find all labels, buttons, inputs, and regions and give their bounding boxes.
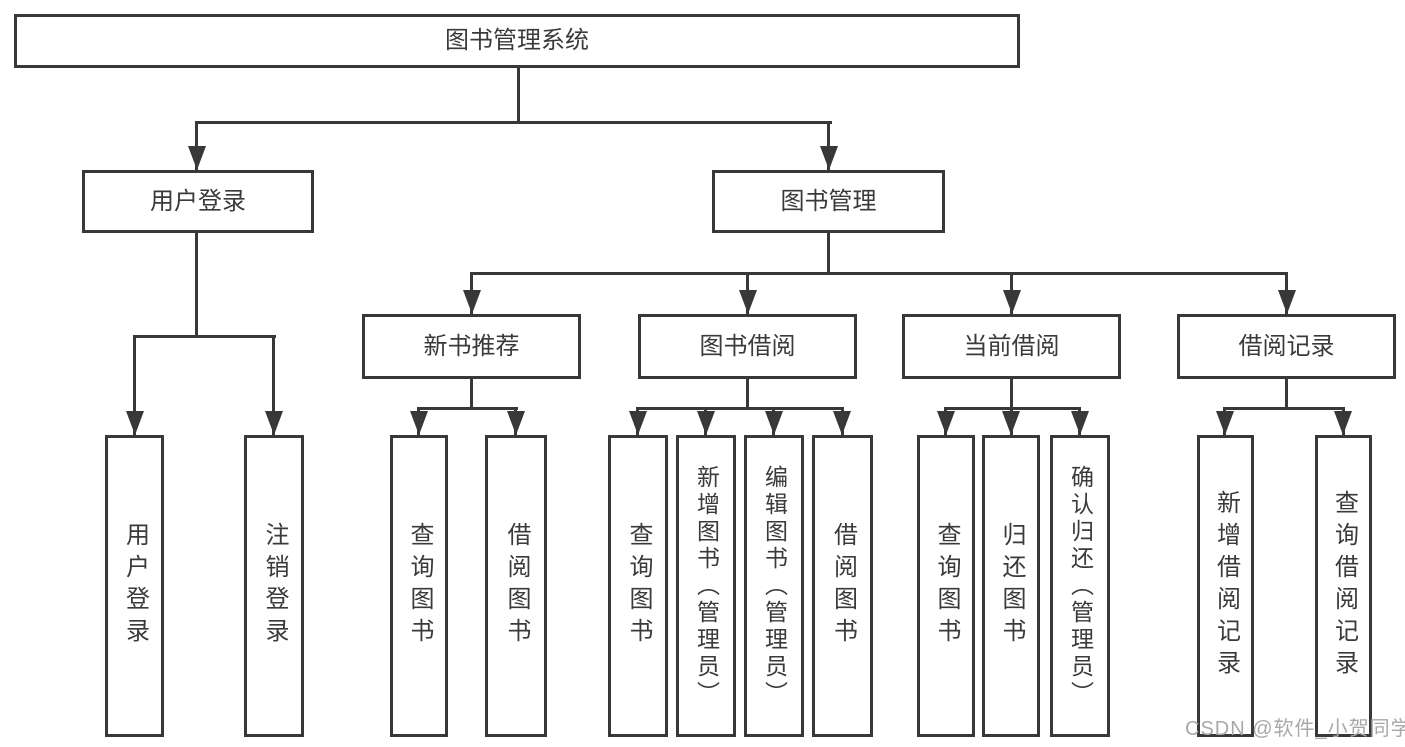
node-library-system: 图书管理系统 [14, 14, 1020, 68]
arrowhead-down-icon [1002, 411, 1020, 435]
node-confirm-return-admin: 确认归还（管理员） [1050, 435, 1110, 737]
connector-line [133, 335, 136, 435]
arrowhead-down-icon [833, 411, 851, 435]
node-label: 借阅图书 [503, 522, 530, 650]
connector-line [636, 407, 844, 410]
arrowhead-down-icon [507, 411, 525, 435]
node-query-books-3: 查询图书 [917, 435, 975, 737]
node-label: 新书推荐 [423, 332, 520, 360]
connector-line [195, 121, 198, 170]
connector-line [195, 121, 832, 124]
node-label: 编辑图书（管理员） [761, 464, 788, 708]
node-label: 当前借阅 [963, 332, 1060, 360]
node-label: 注销登录 [261, 522, 288, 650]
connector-line [1010, 379, 1013, 410]
node-label: 图书管理系统 [445, 27, 589, 54]
connector-line [272, 335, 275, 435]
arrowhead-down-icon [739, 290, 757, 314]
node-add-borrow-record: 新增借阅记录 [1197, 435, 1254, 737]
node-borrow-books-2: 借阅图书 [812, 435, 873, 737]
node-query-books-2: 查询图书 [608, 435, 668, 737]
connector-line [827, 121, 830, 170]
node-user-login-leaf: 用户登录 [105, 435, 164, 737]
connector-line [417, 407, 518, 410]
connector-line [746, 379, 749, 410]
connector-line [517, 68, 520, 124]
node-label: 确认归还（管理员） [1067, 464, 1094, 708]
connector-line [195, 233, 198, 338]
node-label: 归还图书 [998, 522, 1025, 650]
arrowhead-down-icon [463, 290, 481, 314]
arrowhead-down-icon [1071, 411, 1089, 435]
arrowhead-down-icon [410, 411, 428, 435]
node-current-borrowing: 当前借阅 [902, 314, 1121, 379]
node-logout: 注销登录 [244, 435, 304, 737]
arrowhead-down-icon [937, 411, 955, 435]
node-add-book-admin: 新增图书（管理员） [676, 435, 736, 737]
node-label: 借阅记录 [1238, 332, 1335, 360]
node-book-borrowing: 图书借阅 [638, 314, 857, 379]
connector-line [1285, 379, 1288, 410]
node-label: 图书管理 [780, 187, 877, 215]
arrowhead-down-icon [765, 411, 783, 435]
connector-line [133, 335, 276, 338]
node-query-borrow-record: 查询借阅记录 [1315, 435, 1372, 737]
node-label: 查询图书 [406, 522, 433, 650]
node-user-login: 用户登录 [82, 170, 314, 233]
node-query-books-1: 查询图书 [390, 435, 448, 737]
connector-line [1223, 407, 1345, 410]
node-borrowing-records: 借阅记录 [1177, 314, 1396, 379]
node-label: 用户登录 [150, 187, 246, 215]
node-borrow-books-1: 借阅图书 [485, 435, 547, 737]
arrowhead-down-icon [1216, 411, 1234, 435]
connector-line [470, 379, 473, 410]
arrowhead-down-icon [265, 411, 283, 435]
node-book-management: 图书管理 [712, 170, 945, 233]
arrowhead-down-icon [126, 411, 144, 435]
node-label: 新增借阅记录 [1212, 490, 1240, 682]
arrowhead-down-icon [697, 411, 715, 435]
arrowhead-down-icon [1334, 411, 1352, 435]
node-label: 查询借阅记录 [1330, 490, 1358, 682]
arrowhead-down-icon [820, 146, 838, 170]
node-label: 查询图书 [933, 522, 960, 650]
connector-line [827, 233, 830, 275]
arrowhead-down-icon [1278, 290, 1296, 314]
connector-line [470, 272, 1288, 275]
arrowhead-down-icon [188, 146, 206, 170]
node-label: 新增图书（管理员） [693, 464, 720, 708]
arrowhead-down-icon [1003, 290, 1021, 314]
node-label: 用户登录 [121, 522, 149, 650]
node-return-books: 归还图书 [982, 435, 1040, 737]
node-label: 借阅图书 [829, 522, 857, 650]
arrowhead-down-icon [629, 411, 647, 435]
node-label: 图书借阅 [699, 332, 796, 360]
watermark: CSDN @软件_小贺同学 [1185, 718, 1405, 740]
node-edit-book-admin: 编辑图书（管理员） [744, 435, 804, 737]
node-new-book-recommendation: 新书推荐 [362, 314, 581, 379]
node-label: 查询图书 [625, 522, 652, 650]
